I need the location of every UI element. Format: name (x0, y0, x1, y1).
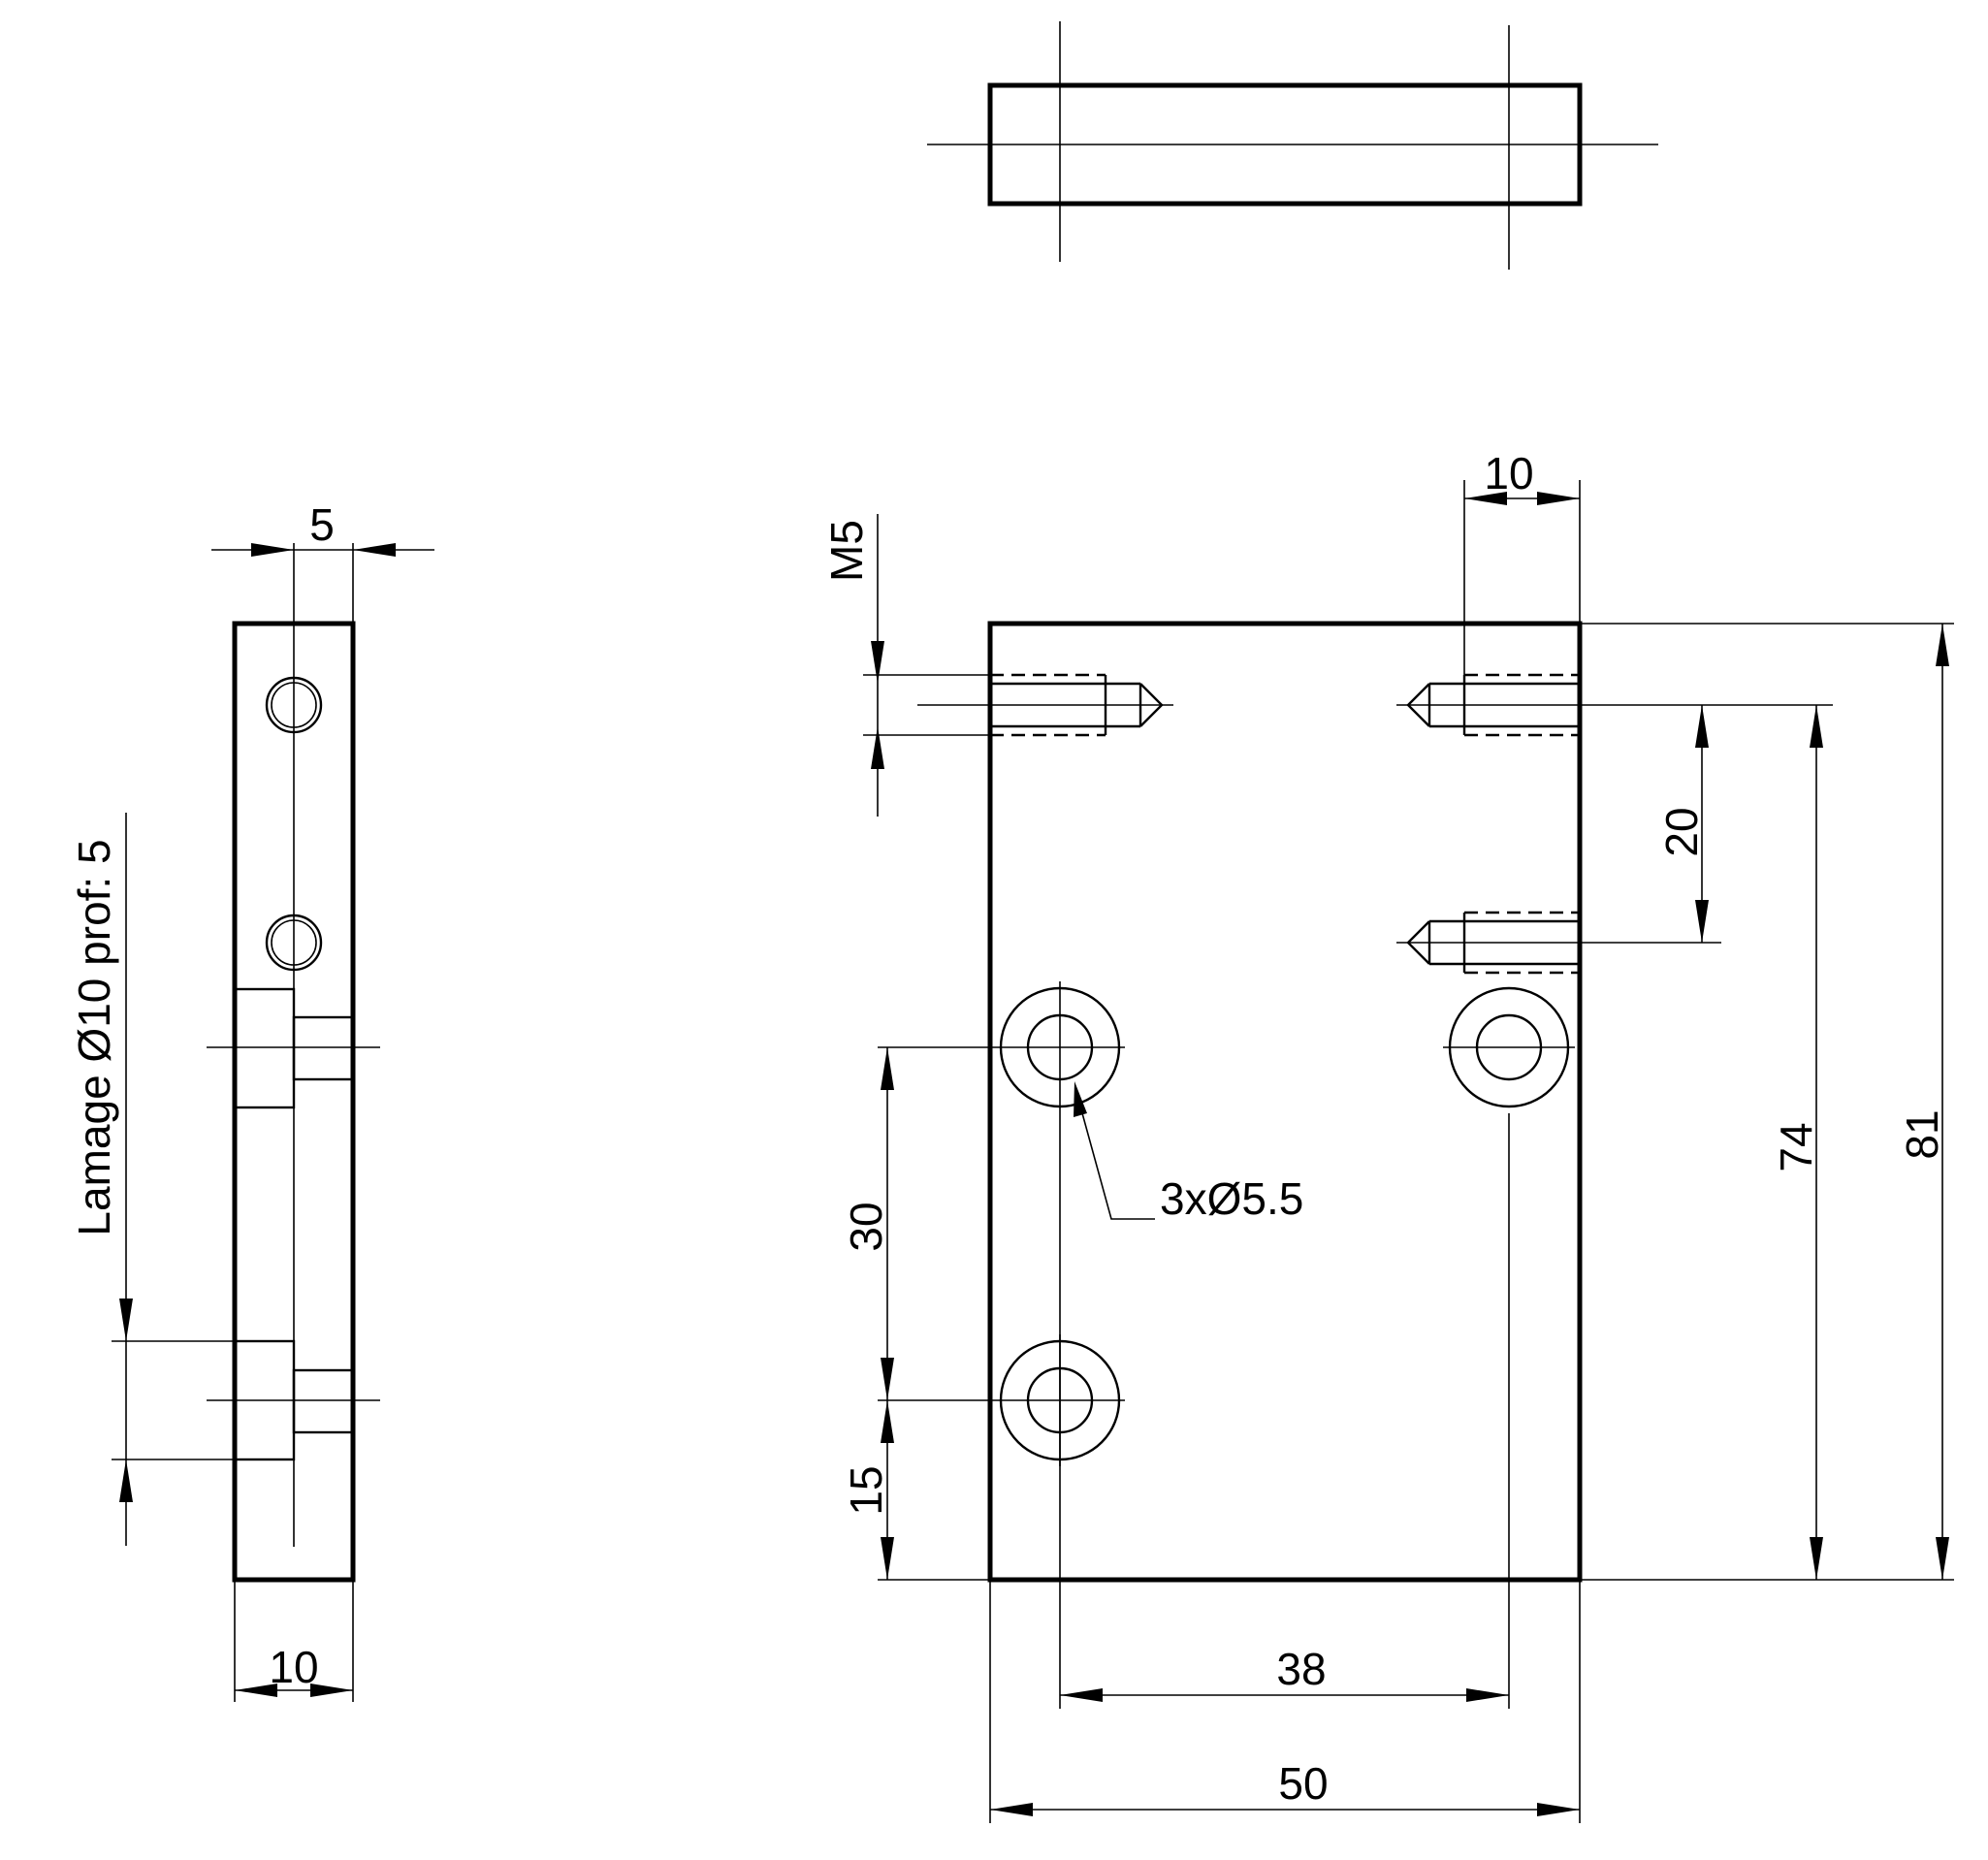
front-view-outline (987, 621, 1583, 1583)
dim-81: 81 (1897, 624, 1949, 1580)
dim-15-label: 15 (841, 1465, 891, 1515)
counterbore-hole-upper-right (1443, 986, 1575, 1108)
leader-3x-diameter: 3xØ5.5 (1074, 1081, 1303, 1224)
side-view-thread-upper (265, 676, 323, 734)
dim-30: 30 (841, 1047, 894, 1400)
dim-30-label: 30 (841, 1202, 891, 1251)
dim-38: 38 (1060, 1644, 1509, 1702)
dim-lamage-label: Lamage Ø10 prof: 5 (69, 839, 119, 1235)
dim-81-label: 81 (1897, 1109, 1947, 1159)
dim-m5-label: M5 (821, 520, 872, 582)
dim-10-side: 10 (235, 1642, 353, 1697)
side-view-counterbore-upper (207, 987, 380, 1109)
dim-10-top-right-label: 10 (1484, 448, 1533, 498)
threaded-hole-top-right (1396, 673, 1833, 737)
dim-38-label: 38 (1276, 1644, 1326, 1694)
dim-50-label: 50 (1278, 1758, 1328, 1809)
dim-10-top-right: 10 (1464, 448, 1580, 505)
threaded-hole-mid-right (1396, 911, 1721, 975)
dim-15: 15 (841, 1400, 894, 1580)
side-view-counterbore-lower (207, 1339, 380, 1461)
counterbore-hole-lower-left (878, 1334, 1125, 1466)
threaded-hole-top-left (917, 673, 1173, 737)
dim-m5: M5 (821, 514, 990, 817)
leader-3x-diameter-label: 3xØ5.5 (1160, 1173, 1303, 1224)
dim-lamage: Lamage Ø10 prof: 5 (69, 813, 133, 1546)
dim-5: 5 (211, 499, 434, 557)
dim-10-side-label: 10 (269, 1642, 318, 1692)
dim-20: 20 (1656, 705, 1709, 943)
dim-74-label: 74 (1771, 1122, 1821, 1171)
dim-20-label: 20 (1656, 807, 1707, 856)
dim-74: 74 (1771, 705, 1823, 1580)
counterbore-hole-upper-left (878, 981, 1125, 1113)
dim-5-label: 5 (309, 499, 335, 550)
side-view-thread-lower (265, 914, 323, 972)
front-view (878, 480, 1954, 1823)
side-view (112, 543, 380, 1702)
dim-50: 50 (990, 1758, 1580, 1816)
top-view (927, 21, 1658, 270)
